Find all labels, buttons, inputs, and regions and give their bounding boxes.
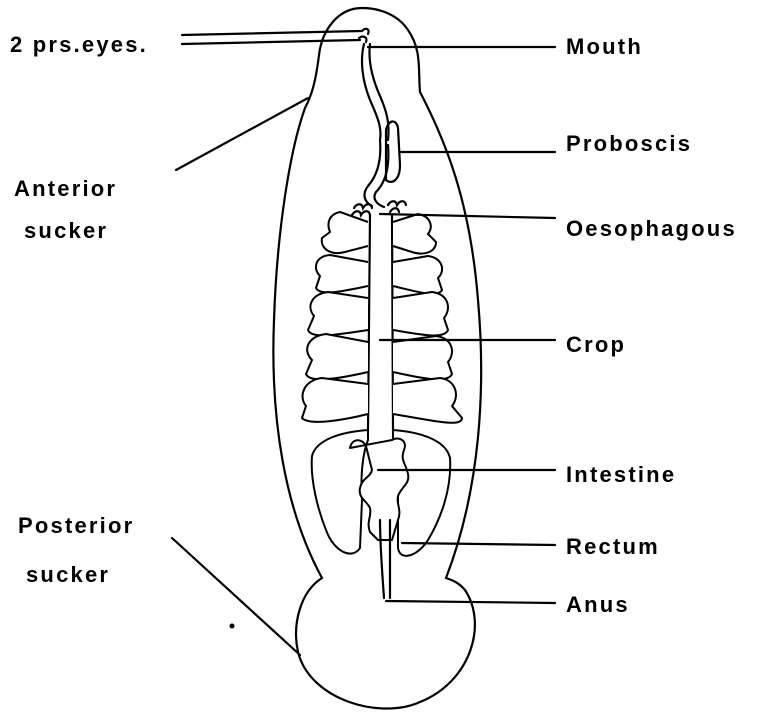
crop-central-tube — [368, 215, 370, 430]
label-proboscis: Proboscis — [566, 131, 692, 156]
label-anus: Anus — [566, 592, 630, 617]
label-mouth: Mouth — [566, 34, 643, 59]
label-oesophagous: Oesophagous — [566, 216, 737, 241]
label-anterior-sucker-1: Anterior — [14, 176, 117, 201]
label-crop: Crop — [566, 332, 626, 357]
label-eyes: 2 prs.eyes. — [10, 32, 148, 57]
label-anterior-sucker-2: sucker — [24, 218, 108, 243]
label-intestine: Intestine — [566, 462, 676, 487]
label-posterior-sucker-1: Posterior — [18, 513, 134, 538]
stray-dot — [230, 624, 235, 629]
label-posterior-sucker-2: sucker — [26, 562, 110, 587]
crop-caeca-right — [393, 214, 462, 423]
crop-caeca-left — [302, 212, 368, 422]
label-rectum: Rectum — [566, 534, 660, 559]
oesophagus — [365, 140, 381, 206]
